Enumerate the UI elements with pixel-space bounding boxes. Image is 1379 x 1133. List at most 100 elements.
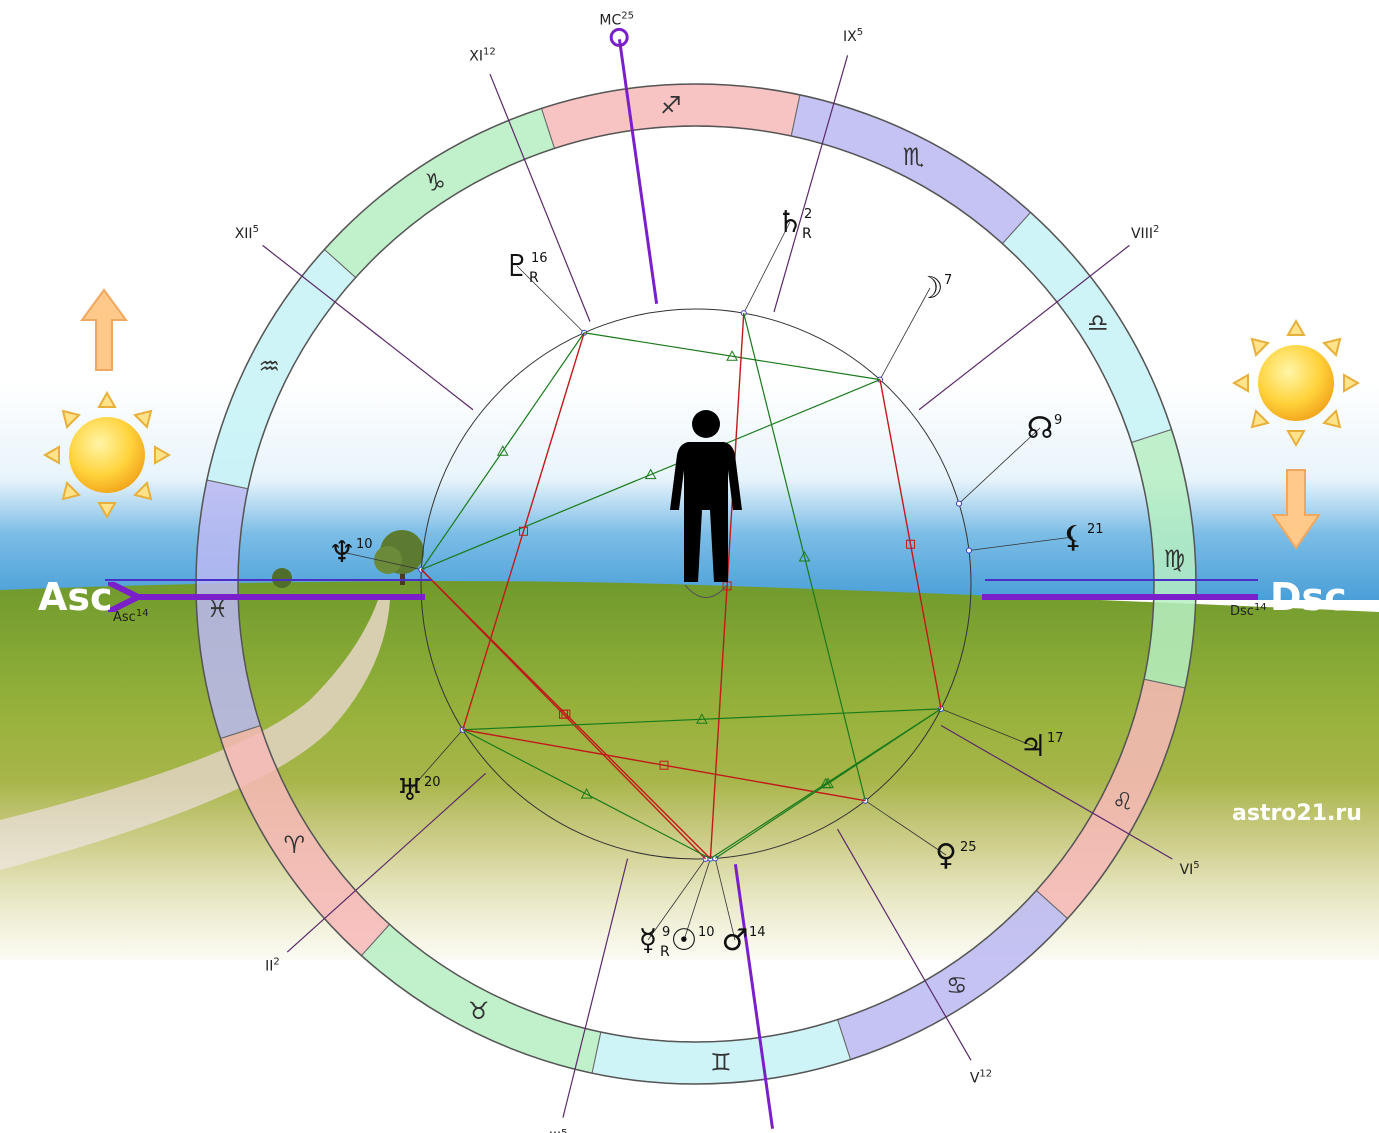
house-label-ii: II2 [265, 956, 280, 974]
house-cusp-iii [562, 858, 629, 1118]
house-name: XI [469, 49, 483, 65]
jupiter-degree: 17 [1047, 731, 1064, 746]
cancer-icon: ♋ [946, 972, 968, 1000]
aspect-line [584, 332, 881, 381]
aspect-line [462, 729, 866, 802]
house-degree: 5 [561, 1128, 567, 1133]
house-degree: 5 [1193, 860, 1199, 871]
pluto-icon: ♇ [504, 249, 531, 284]
trine-aspect-icon [496, 445, 509, 456]
libra-icon: ♎ [1087, 309, 1109, 337]
jupiter-icon: ♃ [1020, 729, 1047, 764]
mars-leader-line [714, 858, 736, 941]
leo-icon: ♌ [1112, 787, 1134, 815]
neptune-degree: 10 [356, 537, 373, 552]
aspect-line [714, 708, 942, 859]
sun-leader-line [683, 858, 711, 941]
venus-icon: ♀ [935, 838, 957, 873]
asc-label: Asc [38, 575, 113, 619]
aspect-line [420, 332, 585, 570]
house-name: MC [599, 13, 621, 29]
neptune-leader-line [341, 551, 422, 570]
trine-aspect-icon [726, 350, 738, 361]
house-label-viii: VIII2 [1131, 224, 1159, 242]
aspect-line [462, 708, 942, 731]
square-aspect-icon [518, 526, 528, 536]
house-name: IX [843, 29, 857, 45]
house-label-iii: III5 [549, 1128, 568, 1133]
house-label-vi: VI5 [1180, 860, 1200, 878]
lilith-icon: ⚸ [1062, 520, 1084, 555]
square-aspect-icon [561, 709, 571, 719]
rising-sun [42, 390, 172, 520]
capricorn-icon: ♑ [424, 168, 446, 196]
venus-degree: 25 [960, 840, 977, 855]
aspect-line [709, 313, 745, 859]
house-cusp-ic [733, 864, 775, 1129]
house-label-xi: XI12 [469, 47, 495, 65]
house-cusp-ix [773, 55, 849, 313]
house-cusp-vi [940, 724, 1173, 860]
uranus-icon: ♅ [397, 773, 424, 808]
taurus-icon: ♉ [468, 997, 490, 1025]
house-name: III [549, 1130, 561, 1133]
aries-icon: ♈ [284, 831, 306, 859]
house-cusp-xii [262, 244, 474, 411]
house-cusp-viii [918, 244, 1130, 411]
trine-aspect-icon [580, 788, 593, 799]
house-name: II [265, 958, 273, 974]
house-degree: 5 [253, 224, 259, 235]
trine-aspect-icon [798, 550, 811, 562]
house-cusp-xi [489, 73, 591, 322]
mercury-icon: ☿ [639, 923, 657, 958]
saturn-icon: ♄ [777, 205, 804, 240]
mercury-retrograde: R [660, 944, 670, 960]
north-node-leader-line [958, 427, 1041, 504]
rising-arrow-icon [80, 288, 128, 371]
house-cusp-v [836, 828, 972, 1061]
north-node-point [955, 500, 962, 507]
house-cusp-mc [617, 39, 659, 304]
sun-icon: ☉ [671, 923, 698, 958]
house-degree: 12 [483, 47, 496, 58]
zodiac-wheel: ♐♏♎♍♌♋♊♉♈♓♒♑MC25IX5VIII2VI5V12IC25III5II… [195, 11, 1200, 1133]
moon-icon: ☽ [917, 271, 944, 306]
house-label-xii: XII5 [235, 224, 259, 242]
bottom-fade [0, 780, 1379, 980]
planet-ring [420, 308, 972, 860]
lilith-degree: 21 [1087, 522, 1104, 537]
dsc-label: Dsc [1270, 575, 1347, 619]
house-label-ix: IX5 [843, 27, 863, 45]
dsc-degree-label: Dsc14 [1230, 602, 1267, 619]
sun-degree: 10 [698, 925, 715, 940]
house-degree: 25 [621, 11, 634, 22]
saturn-degree: 2 [804, 207, 812, 222]
house-name: V [970, 1071, 980, 1087]
uranus-leader-line [409, 729, 464, 791]
pisces-icon: ♓ [207, 595, 229, 623]
house-label-mc: MC25 [599, 11, 634, 29]
aspect-line [421, 379, 881, 571]
virgo-icon: ♍ [1164, 545, 1186, 573]
lilith-point [965, 547, 972, 554]
house-name: VI [1180, 862, 1194, 878]
trine-aspect-icon [696, 713, 708, 724]
trine-aspect-icon [822, 777, 834, 789]
mc-marker-icon [609, 27, 629, 47]
mars-degree: 14 [749, 925, 766, 940]
house-degree: 2 [1153, 224, 1159, 235]
trine-aspect-icon [644, 468, 657, 480]
neptune-icon: ♆ [329, 535, 356, 570]
aspect-line [462, 332, 585, 730]
house-name: XII [235, 226, 253, 242]
outer-ring [195, 83, 1197, 1085]
house-cusp-ii [286, 772, 487, 953]
asc-degree-label: Asc14 [113, 608, 149, 625]
moon-leader-line [879, 287, 931, 380]
sagittarius-icon: ♐ [660, 92, 682, 120]
house-label-v: V12 [970, 1069, 992, 1087]
mercury-leader-line [647, 858, 706, 941]
pluto-retrograde: R [529, 270, 539, 286]
mars-icon: ♂ [722, 923, 749, 958]
aspect-line [462, 729, 711, 860]
